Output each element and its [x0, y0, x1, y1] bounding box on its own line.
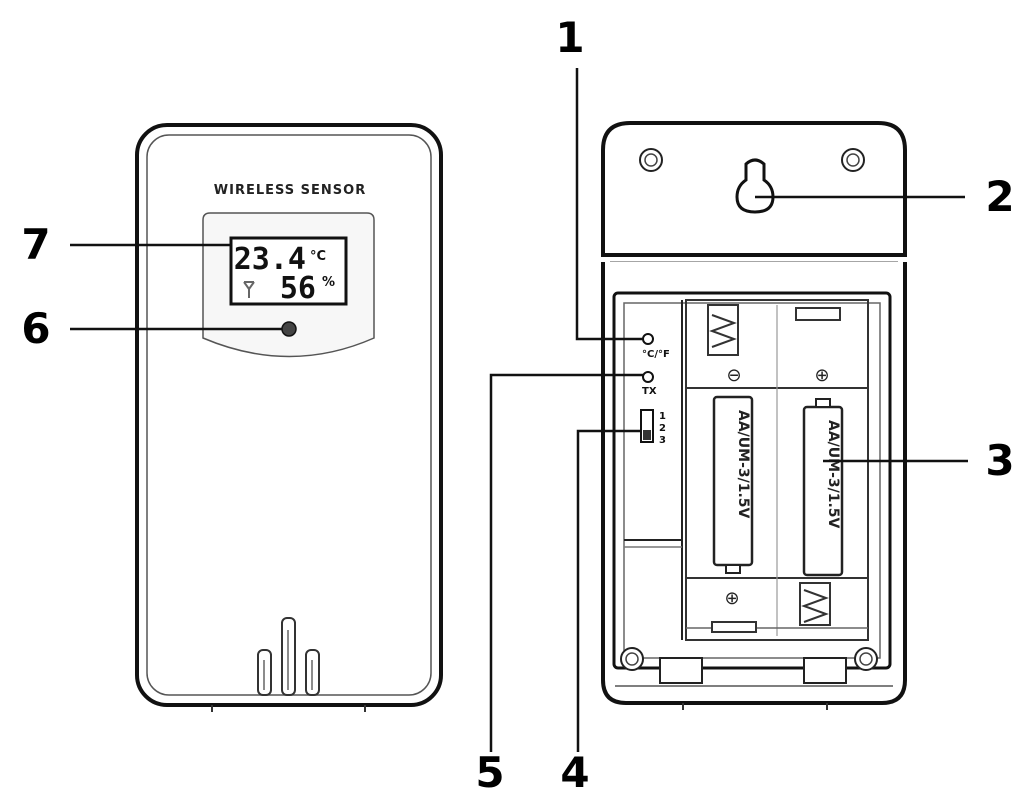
channel-label-3: 3 — [659, 435, 666, 446]
battery-bay — [685, 299, 869, 641]
battery-left-label: AA/UM-3/1.5V — [735, 410, 751, 519]
contact-bottom-left — [711, 621, 757, 633]
callout-leaders — [70, 68, 968, 752]
battery-right-label: AA/UM-3/1.5V — [825, 420, 841, 529]
screw-bottom-left — [620, 647, 644, 671]
tx-button-label: TX — [642, 386, 657, 397]
callout-7: 7 — [21, 220, 50, 269]
polarity-plus-bottom: ⊕ — [724, 588, 739, 609]
keyhole-hanger — [735, 158, 775, 214]
lcd-screen — [229, 236, 348, 306]
screw-top-left — [639, 148, 663, 172]
leader-5 — [489, 373, 643, 752]
polarity-plus-top: ⊕ — [814, 365, 829, 386]
front-view: WIRELESS SENSOR 23.4 °C 56 % — [135, 123, 443, 712]
polarity-minus-top: ⊖ — [726, 365, 741, 386]
lcd-humidity: 56 — [280, 271, 316, 306]
lcd-humidity-unit: % — [322, 275, 335, 290]
screw-top-right — [841, 148, 865, 172]
unit-button — [642, 333, 654, 345]
leader-1 — [575, 68, 643, 341]
channel-switch-knob — [643, 430, 651, 440]
battery-right: AA/UM-3/1.5V — [802, 398, 844, 577]
callout-numbers: 1 2 3 4 5 6 7 — [21, 13, 1014, 795]
contact-top-right — [795, 307, 841, 321]
back-view: ⊖ ⊕ ⊕ AA/UM-3/1.5V AA/UM-3/1.5V °C/°F TX… — [601, 121, 907, 710]
lcd-temperature-unit: °C — [310, 249, 326, 264]
leader-4 — [576, 429, 641, 752]
bottom-tab-right — [803, 657, 847, 684]
spring-top-left — [707, 304, 739, 356]
unit-button-label: °C/°F — [642, 349, 670, 360]
spring-bottom-right — [799, 582, 831, 626]
callout-6: 6 — [21, 304, 50, 353]
channel-label-2: 2 — [659, 423, 666, 434]
tx-button — [642, 371, 654, 383]
battery-compartment-inner — [623, 302, 881, 659]
led-indicator — [281, 321, 297, 337]
front-stand — [257, 617, 320, 696]
channel-label-1: 1 — [659, 411, 666, 422]
callout-2: 2 — [985, 172, 1014, 221]
battery-left: AA/UM-3/1.5V — [712, 395, 754, 574]
callout-5: 5 — [475, 748, 504, 795]
callout-3: 3 — [985, 436, 1014, 485]
front-title: WIRELESS SENSOR — [214, 183, 366, 198]
lcd-temperature: 23.4 — [234, 242, 306, 277]
antenna-icon — [243, 281, 255, 298]
callout-4: 4 — [560, 748, 589, 795]
callout-1: 1 — [555, 13, 584, 62]
bottom-tab-left — [659, 657, 703, 684]
screw-bottom-right — [854, 647, 878, 671]
